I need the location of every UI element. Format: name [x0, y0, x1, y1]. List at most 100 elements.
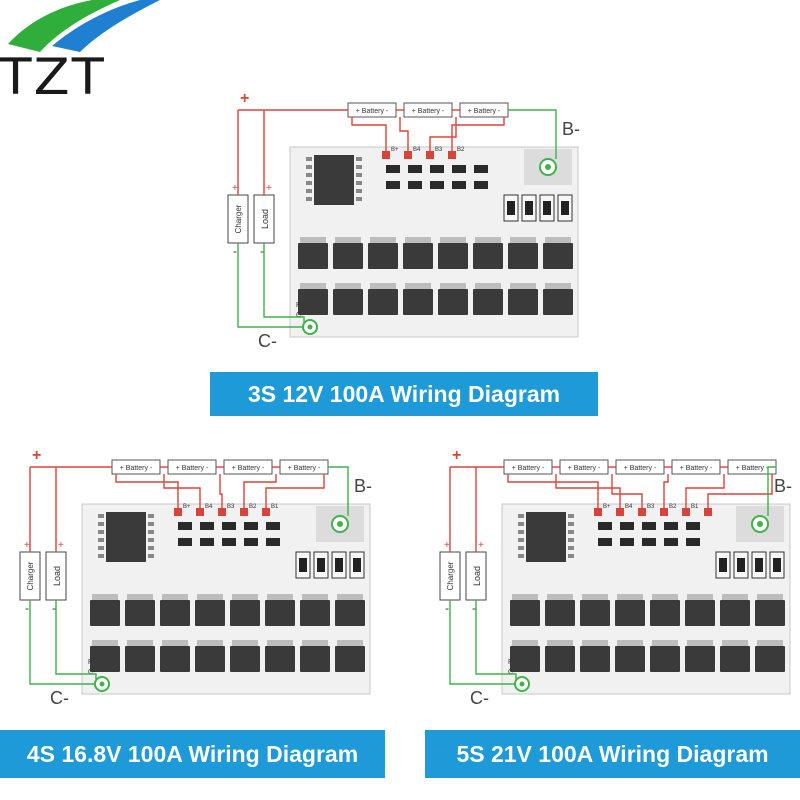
balance-resistor — [386, 165, 400, 173]
c-minus-dot — [99, 681, 105, 687]
mosfet — [368, 243, 398, 269]
balance-resistor — [178, 538, 192, 546]
ic-pin — [356, 189, 362, 193]
balance-resistor — [178, 522, 192, 530]
balance-resistor — [266, 538, 280, 546]
battery-cell-label: + Battery - — [356, 108, 389, 115]
balance-resistor — [452, 165, 466, 173]
balance-wire — [265, 474, 325, 508]
balance-wire — [115, 474, 179, 508]
balance-pad — [660, 508, 668, 516]
mosfet-tab — [582, 594, 608, 600]
mosfet-tab — [475, 237, 501, 243]
balance-pad-label: B1 — [271, 504, 279, 510]
balance-resistor — [200, 522, 214, 530]
charger-plus-label: + — [444, 540, 450, 551]
ic-pin — [306, 189, 312, 193]
caption-3s: 3S 12V 100A Wiring Diagram — [210, 372, 598, 416]
ic-pin — [356, 165, 362, 169]
balance-resistor — [474, 181, 488, 189]
mosfet-tab — [92, 640, 118, 646]
ic-pin — [98, 530, 104, 534]
charger-negative-wire — [449, 600, 515, 685]
balance-wire — [163, 474, 201, 508]
mosfet-tab — [127, 640, 153, 646]
b-minus-dot — [545, 164, 551, 170]
mosfet — [510, 646, 540, 672]
balance-pad-label: B+ — [603, 504, 611, 510]
balance-resistor — [408, 181, 422, 189]
mosfet-tab — [405, 237, 431, 243]
balance-resistor — [386, 181, 400, 189]
balance-resistor — [266, 522, 280, 530]
shunt-resistor-core — [317, 558, 325, 572]
shunt-resistor-core — [525, 201, 533, 215]
mosfet-tab — [302, 594, 328, 600]
logo-swoosh-icon — [8, 0, 160, 52]
mosfet-tab — [267, 640, 293, 646]
mosfet — [90, 646, 120, 672]
mosfet-tab — [197, 594, 223, 600]
ic-pin — [148, 538, 154, 542]
mosfet-tab — [300, 283, 326, 289]
ic-pin — [306, 173, 312, 177]
mosfet — [438, 289, 468, 315]
b-minus-dot — [337, 521, 343, 527]
mosfet — [125, 600, 155, 626]
mosfet-tab — [757, 640, 783, 646]
mosfet-tab — [267, 594, 293, 600]
ic-pin — [568, 538, 574, 542]
shunt-resistor-core — [719, 558, 727, 572]
balance-resistor — [244, 522, 258, 530]
mosfet — [230, 646, 260, 672]
battery-cell-label: + Battery - — [176, 465, 209, 472]
balance-resistor — [598, 538, 612, 546]
balance-pad — [240, 508, 248, 516]
mosfet-tab — [337, 640, 363, 646]
balance-pad — [382, 151, 390, 159]
b-minus-label: B- — [774, 476, 792, 496]
mosfet-tab — [617, 594, 643, 600]
balance-pad-label: B3 — [647, 504, 655, 510]
charger-minus-label: - — [445, 601, 449, 615]
mosfet — [230, 600, 260, 626]
mosfet — [580, 600, 610, 626]
balance-resistor — [664, 538, 678, 546]
controller-ic — [526, 512, 566, 562]
ic-pin — [356, 181, 362, 185]
charger-label: Charger — [234, 204, 243, 233]
battery-cell-label: + Battery - — [120, 465, 153, 472]
mosfet — [265, 646, 295, 672]
balance-resistor — [642, 538, 656, 546]
positive-symbol: + — [32, 447, 41, 464]
ic-pin — [568, 514, 574, 518]
ic-pin — [98, 554, 104, 558]
battery-cell-label: + Battery - — [512, 465, 545, 472]
b-minus-label: B- — [562, 119, 580, 139]
b-minus-label: B- — [354, 476, 372, 496]
shunt-resistor-core — [561, 201, 569, 215]
mosfet — [333, 289, 363, 315]
ic-pin — [518, 522, 524, 526]
mosfet — [508, 243, 538, 269]
p-minus-label: P- — [88, 659, 96, 666]
balance-pad-label: B4 — [205, 504, 213, 510]
ic-pin — [148, 546, 154, 550]
charger-plus-label: + — [24, 540, 30, 551]
balance-pad-label: B4 — [625, 504, 633, 510]
balance-pad — [638, 508, 646, 516]
mosfet — [90, 600, 120, 626]
mosfet-tab — [582, 640, 608, 646]
caption-4s: 4S 16.8V 100A Wiring Diagram — [0, 730, 385, 778]
mosfet-tab — [545, 283, 571, 289]
mosfet-tab — [545, 237, 571, 243]
b-minus-dot — [757, 521, 763, 527]
balance-pad-label: B+ — [391, 147, 399, 153]
mosfet-tab — [162, 594, 188, 600]
balance-wire — [707, 474, 773, 508]
mosfet-tab — [335, 237, 361, 243]
balance-pad — [594, 508, 602, 516]
balance-pad-label: B2 — [669, 504, 677, 510]
balance-resistor — [430, 181, 444, 189]
p-minus-label: P- — [296, 302, 304, 309]
